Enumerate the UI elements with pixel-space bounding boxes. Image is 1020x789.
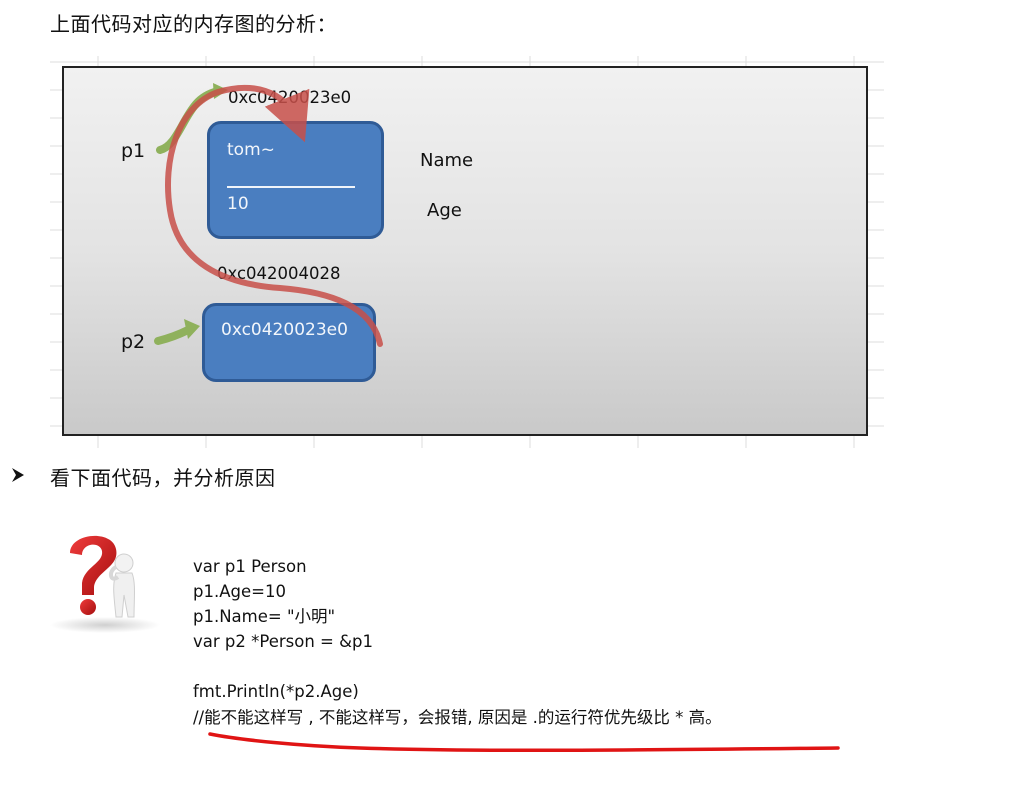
field-divider [227,186,355,188]
person-struct-box [207,121,384,239]
pointer-value: 0xc0420023e0 [221,320,348,340]
age-value: 10 [227,194,249,214]
question-mark-person-icon [50,535,160,633]
p1-address: 0xc0420023e0 [228,88,352,107]
field-name-label: Name [420,150,474,171]
section-heading: 上面代码对应的内存图的分析： [50,12,337,36]
code-line-5: fmt.Println(*p2.Age) [193,682,359,701]
arrow-bullet-icon [10,466,26,490]
code-line-1: var p1 Person [193,557,307,576]
p1-label: p1 [121,140,146,162]
pointer-box [202,303,376,382]
memory-diagram [62,66,868,436]
code-line-3: p1.Name= "小明" [193,607,336,626]
p2-address: 0xc042004028 [217,264,341,283]
p2-label: p2 [121,331,146,353]
name-value: tom~ [227,140,275,160]
code-line-4: var p2 *Person = &p1 [193,632,373,651]
subheading: 看下面代码，并分析原因 [50,466,276,490]
code-line-2: p1.Age=10 [193,582,286,601]
field-age-label: Age [427,200,462,221]
code-comment-line: //能不能这样写 , 不能这样写，会报错, 原因是 .的运行符优先级比 * 高。 [193,708,722,727]
